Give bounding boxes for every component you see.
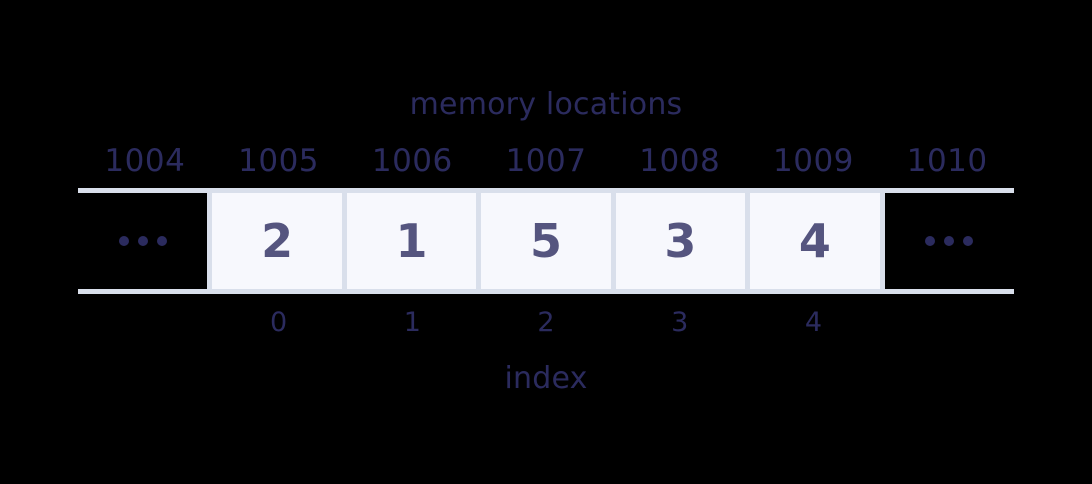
ellipsis-dot [925,236,936,246]
array-cell-ellipsis-right [885,193,1014,289]
memory-address-label: 1009 [773,143,854,179]
array-strip: 2 1 5 3 4 [78,188,1014,294]
array-cell: 1 [346,193,482,289]
index-label: 1 [403,306,421,338]
array-cell: 4 [750,193,885,289]
memory-address-label: 1008 [639,143,721,179]
array-cell: 3 [615,193,751,289]
memory-address-row: 1004 1005 1006 1007 1008 1009 1010 [78,138,1014,184]
ellipsis-dot [963,236,974,246]
array-cell: 2 [207,193,347,289]
ellipsis-icon [925,236,974,246]
array-cell-ellipsis-left [78,193,207,289]
array-cell: 5 [481,193,616,289]
ellipsis-dot [156,236,167,246]
ellipsis-dot [118,236,129,246]
index-label: 0 [269,306,288,338]
index-label: 3 [671,306,689,338]
index-label-blank [880,302,1014,342]
ellipsis-icon [118,236,167,246]
index-caption: index [504,361,588,396]
index-label: 4 [804,306,823,338]
memory-address-label: 1004 [104,143,186,179]
memory-address-label: 1006 [371,143,453,179]
ellipsis-dot [944,236,955,246]
ellipsis-dot [137,236,148,246]
index-row: 0 1 2 3 4 [78,302,1014,342]
memory-address-label: 1005 [238,143,320,179]
memory-locations-caption: memory locations [409,87,683,122]
index-label: 2 [537,306,555,338]
index-label-blank [78,302,212,342]
memory-address-label: 1010 [906,143,988,179]
memory-address-label: 1007 [505,143,587,179]
